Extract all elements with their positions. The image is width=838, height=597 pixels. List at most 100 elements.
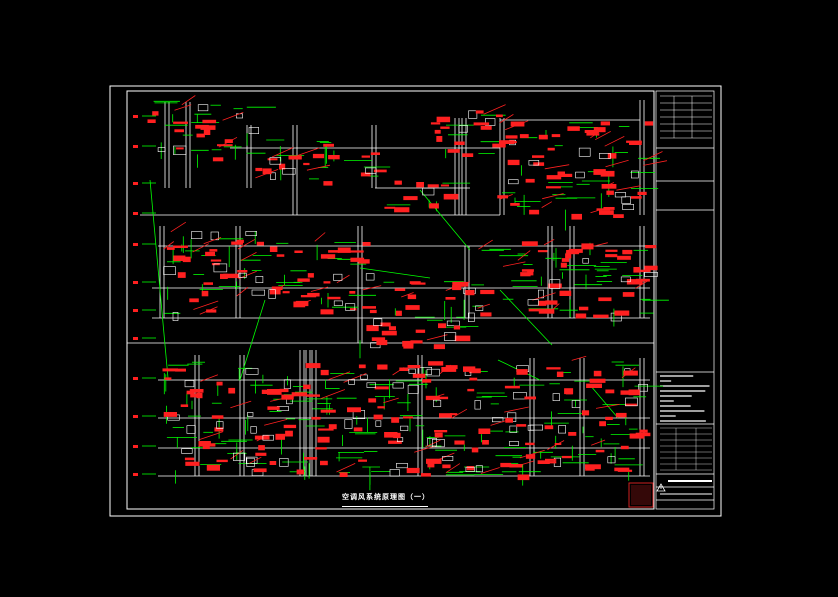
leader-line	[547, 440, 565, 450]
equipment-block	[320, 254, 336, 259]
equipment-block	[384, 432, 398, 438]
equipment-block	[220, 273, 228, 279]
equipment-block	[317, 436, 330, 443]
equipment-box	[571, 400, 581, 408]
equipment-block	[370, 152, 380, 155]
equipment-block	[228, 387, 236, 394]
equipment-box	[625, 397, 638, 407]
leader-line	[306, 164, 331, 171]
equipment-block	[285, 430, 293, 437]
leader-line	[414, 445, 435, 453]
equipment-block	[593, 370, 602, 377]
equipment-box	[345, 303, 356, 311]
equipment-block	[307, 292, 320, 297]
leader-line	[193, 300, 219, 310]
leader-line	[483, 104, 506, 115]
equipment-box	[268, 289, 276, 299]
equipment-block	[544, 425, 554, 430]
equipment-box	[255, 276, 264, 283]
approval-stamp	[628, 482, 654, 508]
equipment-block	[505, 135, 518, 139]
equipment-block	[599, 210, 614, 215]
equipment-box	[370, 342, 381, 349]
equipment-box	[644, 271, 658, 277]
equipment-block	[307, 273, 314, 278]
equipment-block	[362, 306, 376, 309]
equipment-block	[371, 337, 386, 341]
equipment-block	[216, 459, 228, 463]
level-marker-red	[133, 377, 138, 380]
leader-line	[504, 406, 529, 413]
equipment-block	[633, 267, 640, 273]
equipment-block	[519, 134, 529, 139]
equipment-block	[529, 209, 540, 215]
equipment-block	[595, 449, 605, 453]
equipment-box	[333, 273, 343, 281]
equipment-block	[276, 254, 285, 257]
equipment-block	[405, 305, 420, 310]
equipment-block	[442, 464, 451, 469]
equipment-block	[291, 392, 307, 397]
equipment-box	[528, 160, 540, 166]
equipment-block	[471, 447, 479, 453]
equipment-box	[191, 231, 203, 240]
equipment-block	[540, 461, 557, 464]
equipment-block	[416, 182, 424, 188]
equipment-block	[403, 344, 414, 349]
green-duct-diagonal	[499, 289, 553, 346]
equipment-block	[645, 245, 657, 249]
equipment-block	[439, 413, 453, 418]
leader-line	[401, 292, 414, 298]
equipment-block	[496, 114, 503, 118]
leader-line	[430, 393, 445, 399]
equipment-block	[463, 366, 476, 372]
equipment-box	[400, 425, 409, 431]
equipment-block	[528, 308, 540, 312]
equipment-box	[389, 469, 400, 477]
equipment-block	[557, 171, 565, 176]
equipment-block	[147, 119, 156, 123]
equipment-block	[467, 388, 475, 392]
leader-line	[170, 221, 187, 233]
equipment-block	[628, 389, 640, 396]
equipment-block	[593, 127, 606, 133]
equipment-block	[189, 389, 204, 393]
equipment-block	[180, 404, 189, 407]
equipment-block	[395, 310, 402, 316]
leader-line	[541, 201, 553, 208]
equipment-block	[380, 322, 391, 327]
equipment-block	[279, 388, 289, 393]
equipment-box	[444, 332, 457, 341]
equipment-block	[304, 457, 318, 460]
drawing-title-underline	[342, 506, 428, 507]
equipment-block	[449, 413, 458, 416]
equipment-block	[184, 457, 195, 461]
equipment-block	[538, 300, 547, 306]
equipment-block	[237, 270, 248, 273]
equipment-block	[402, 340, 414, 347]
leader-line	[320, 389, 346, 400]
leader-line	[200, 374, 219, 382]
equipment-block	[509, 464, 523, 468]
equipment-block	[206, 309, 217, 313]
leader-line	[430, 452, 455, 464]
equipment-block	[504, 385, 520, 389]
equipment-block	[320, 309, 334, 315]
leader-line	[591, 439, 606, 446]
leader-line	[264, 419, 288, 426]
equipment-block	[271, 286, 283, 290]
equipment-block	[202, 119, 217, 124]
equipment-block	[388, 440, 402, 444]
equipment-block	[589, 378, 606, 383]
equipment-block	[202, 445, 210, 450]
equipment-box	[607, 456, 616, 464]
equipment-box	[426, 368, 440, 377]
equipment-block	[320, 460, 328, 466]
equipment-block	[599, 421, 606, 427]
leader-line	[512, 460, 535, 468]
equipment-block	[176, 147, 184, 150]
equipment-box	[269, 157, 282, 165]
equipment-block	[203, 282, 213, 285]
equipment-block	[358, 459, 367, 462]
